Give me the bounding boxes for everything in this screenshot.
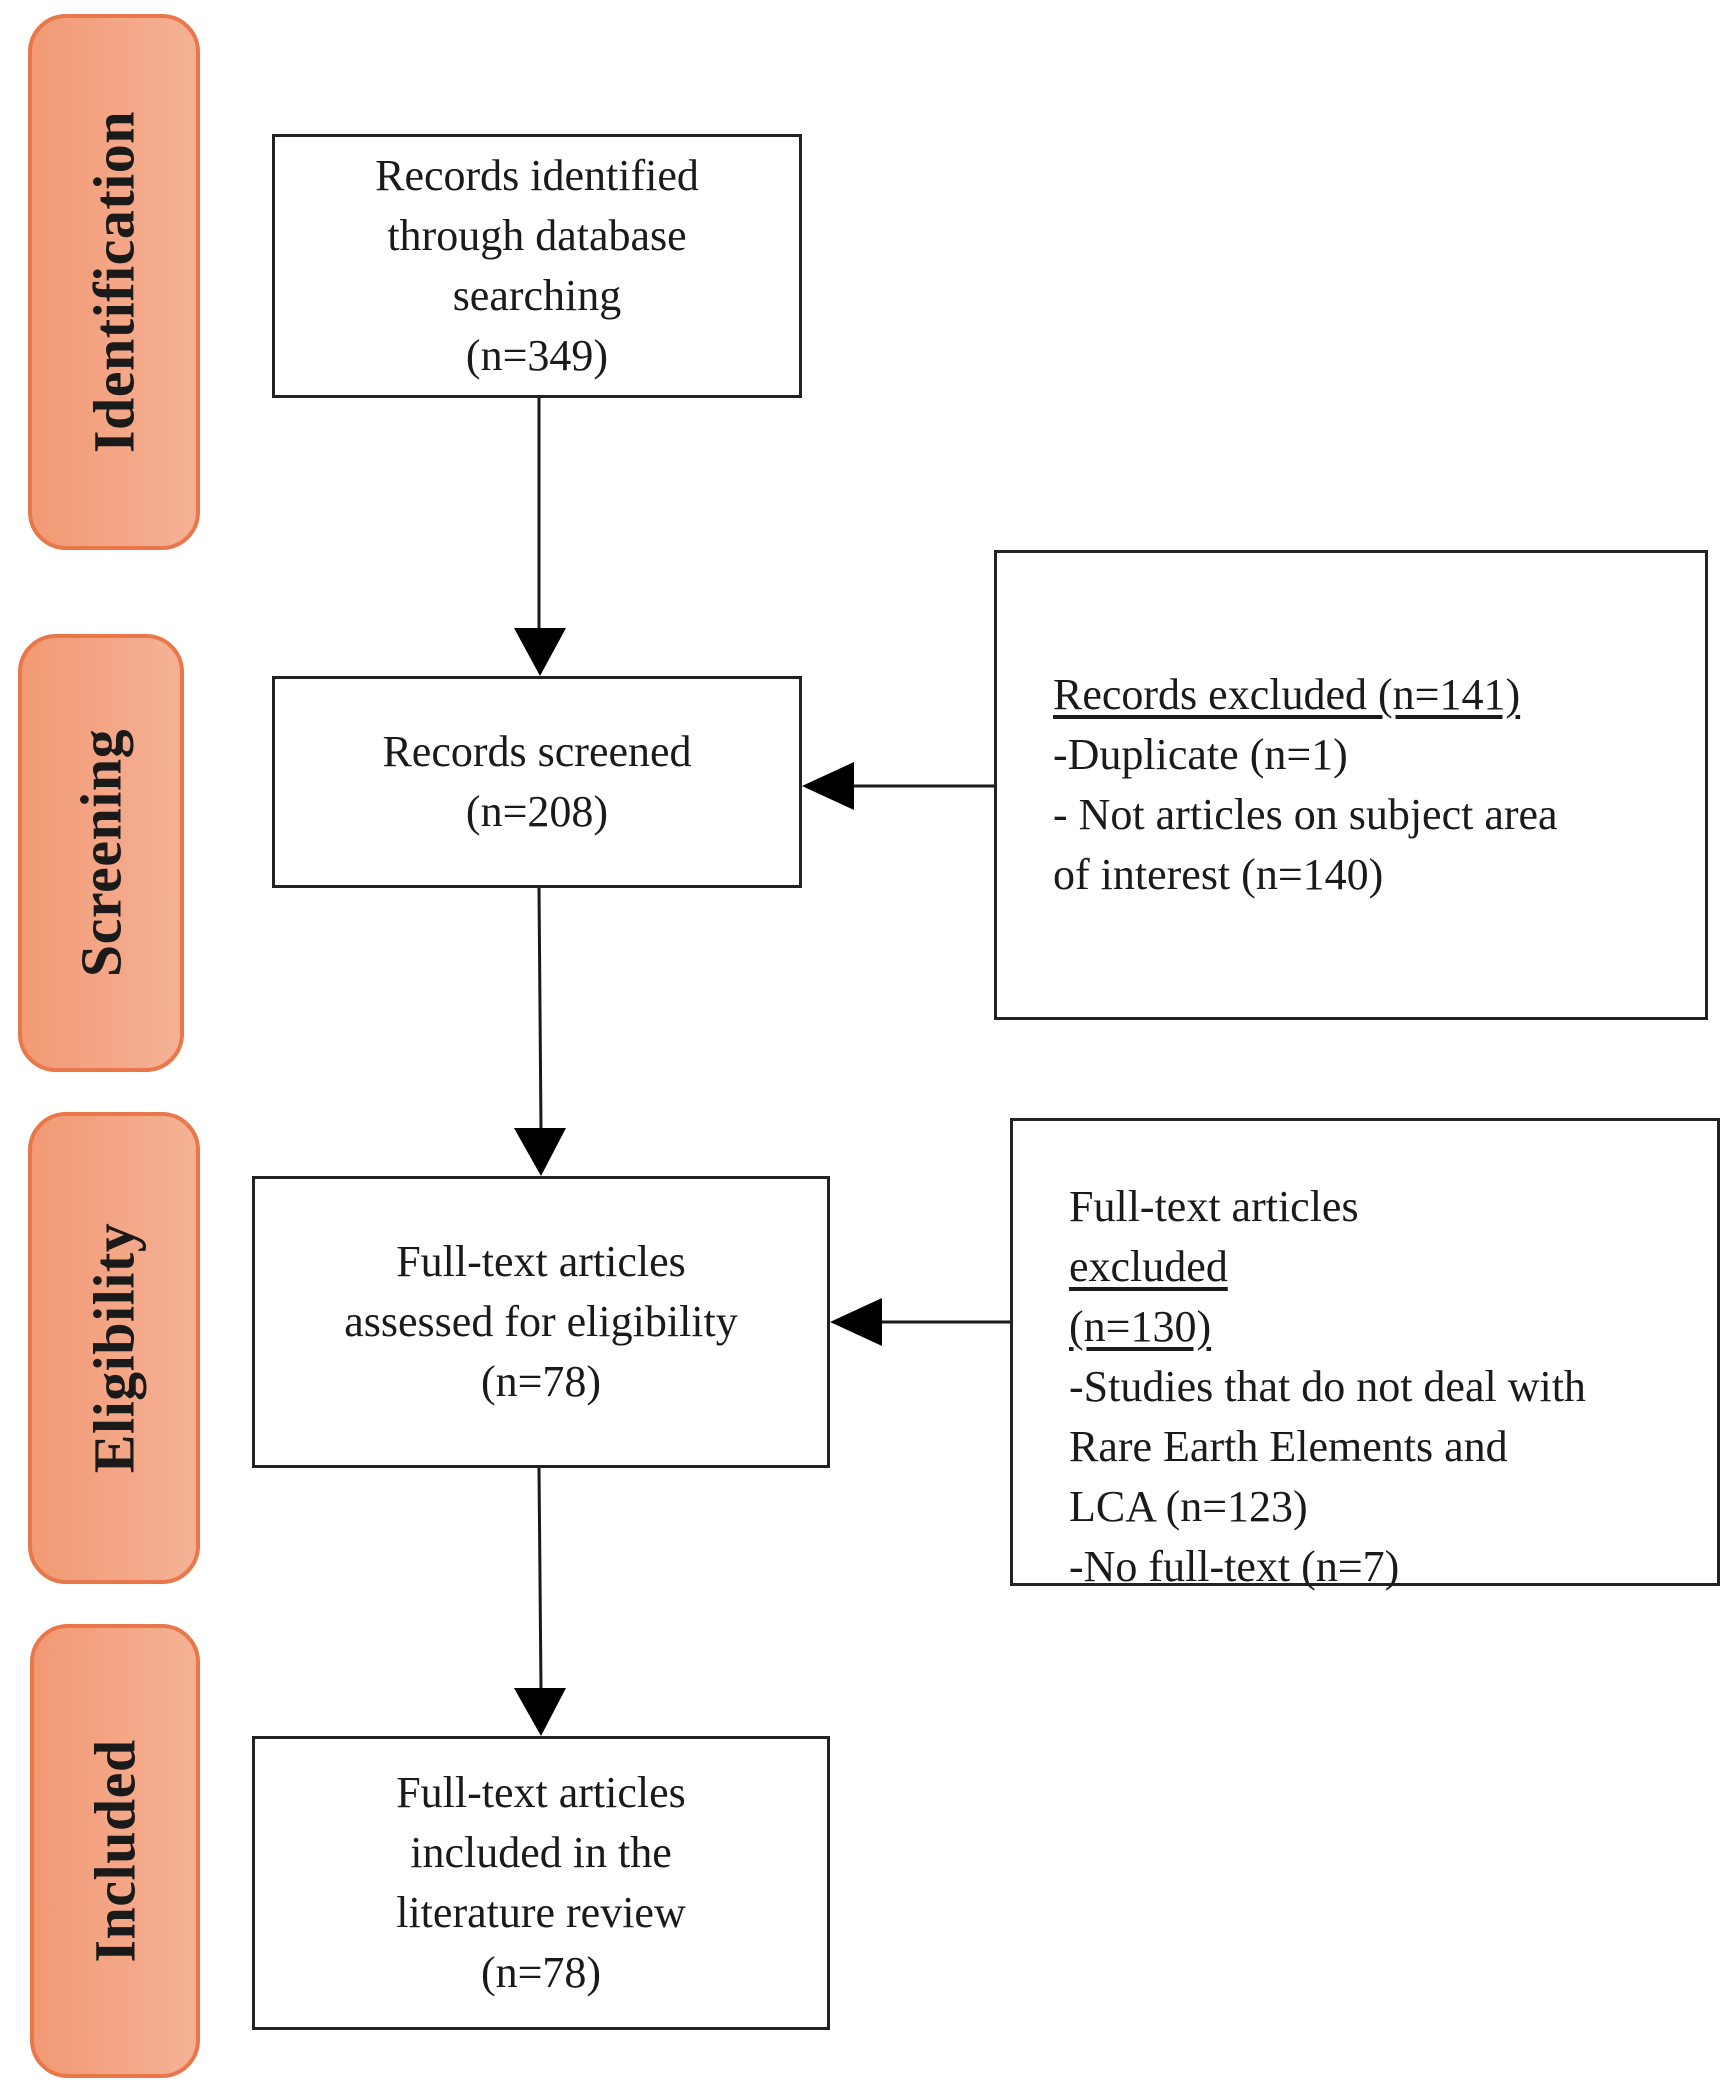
assessed-count: (n=78): [480, 1357, 602, 1406]
fulltext-excluded-box: Full-text articles excluded (n=130) -Stu…: [1010, 1118, 1720, 1591]
arrow-screened-to-assessed: [537, 887, 543, 1131]
stage-identification: Identification: [28, 14, 200, 550]
fulltext-excluded-line-3: LCA (n=123): [1069, 1482, 1308, 1531]
arrowhead-records-excluded: [802, 762, 854, 810]
records-excluded-line-3: of interest (n=140): [1053, 850, 1384, 899]
fulltext-excluded-line-4: -No full-text (n=7): [1069, 1542, 1400, 1591]
records-excluded-heading: Records excluded (n=141): [1053, 670, 1521, 719]
arrowhead-screened: [514, 628, 566, 676]
assessed-line-2: assessed for eligibility: [344, 1297, 738, 1346]
fulltext-excluded-line-2: Rare Earth Elements and: [1069, 1422, 1508, 1471]
fulltext-excluded-heading-underlined: excluded: [1069, 1242, 1228, 1291]
included-count: (n=78): [480, 1948, 602, 1997]
included-box: Full-text articles included in the liter…: [252, 1736, 830, 2030]
included-line-1: Full-text articles: [396, 1768, 686, 1817]
records-excluded-box: Records excluded (n=141) -Duplicate (n=1…: [994, 550, 1708, 1020]
screened-count: (n=208): [465, 787, 609, 836]
arrowhead-included: [514, 1688, 566, 1736]
records-excluded-line-2: - Not articles on subject area: [1053, 790, 1558, 839]
stage-eligibility: Eligibility: [28, 1112, 200, 1584]
assessed-line-1: Full-text articles: [396, 1237, 686, 1286]
identified-line-2: through database: [387, 211, 687, 260]
stage-screening: Screening: [18, 634, 184, 1072]
assessed-box: Full-text articles assessed for eligibil…: [252, 1176, 830, 1468]
fulltext-excluded-count: (n=130): [1069, 1302, 1212, 1351]
identified-line-3: searching: [452, 271, 622, 320]
records-excluded-line-1: -Duplicate (n=1): [1053, 730, 1348, 779]
fulltext-excluded-line-1: -Studies that do not deal with: [1069, 1362, 1586, 1411]
identified-line-1: Records identified: [375, 151, 699, 200]
included-line-3: literature review: [396, 1888, 686, 1937]
fulltext-excluded-heading: Full-text articles excluded: [1069, 1177, 1586, 1297]
screened-box: Records screened (n=208): [272, 676, 802, 888]
identified-count: (n=349): [465, 331, 609, 380]
identified-box: Records identified through database sear…: [272, 134, 802, 398]
arrowhead-assessed: [514, 1128, 566, 1176]
arrow-assessed-to-included: [537, 1467, 543, 1691]
stage-included: Included: [30, 1624, 200, 2078]
arrowhead-fulltext-excluded: [830, 1298, 882, 1346]
included-line-2: included in the: [410, 1828, 672, 1877]
screened-line-1: Records screened: [382, 727, 692, 776]
fulltext-excluded-heading-plain: Full-text articles: [1069, 1182, 1359, 1231]
